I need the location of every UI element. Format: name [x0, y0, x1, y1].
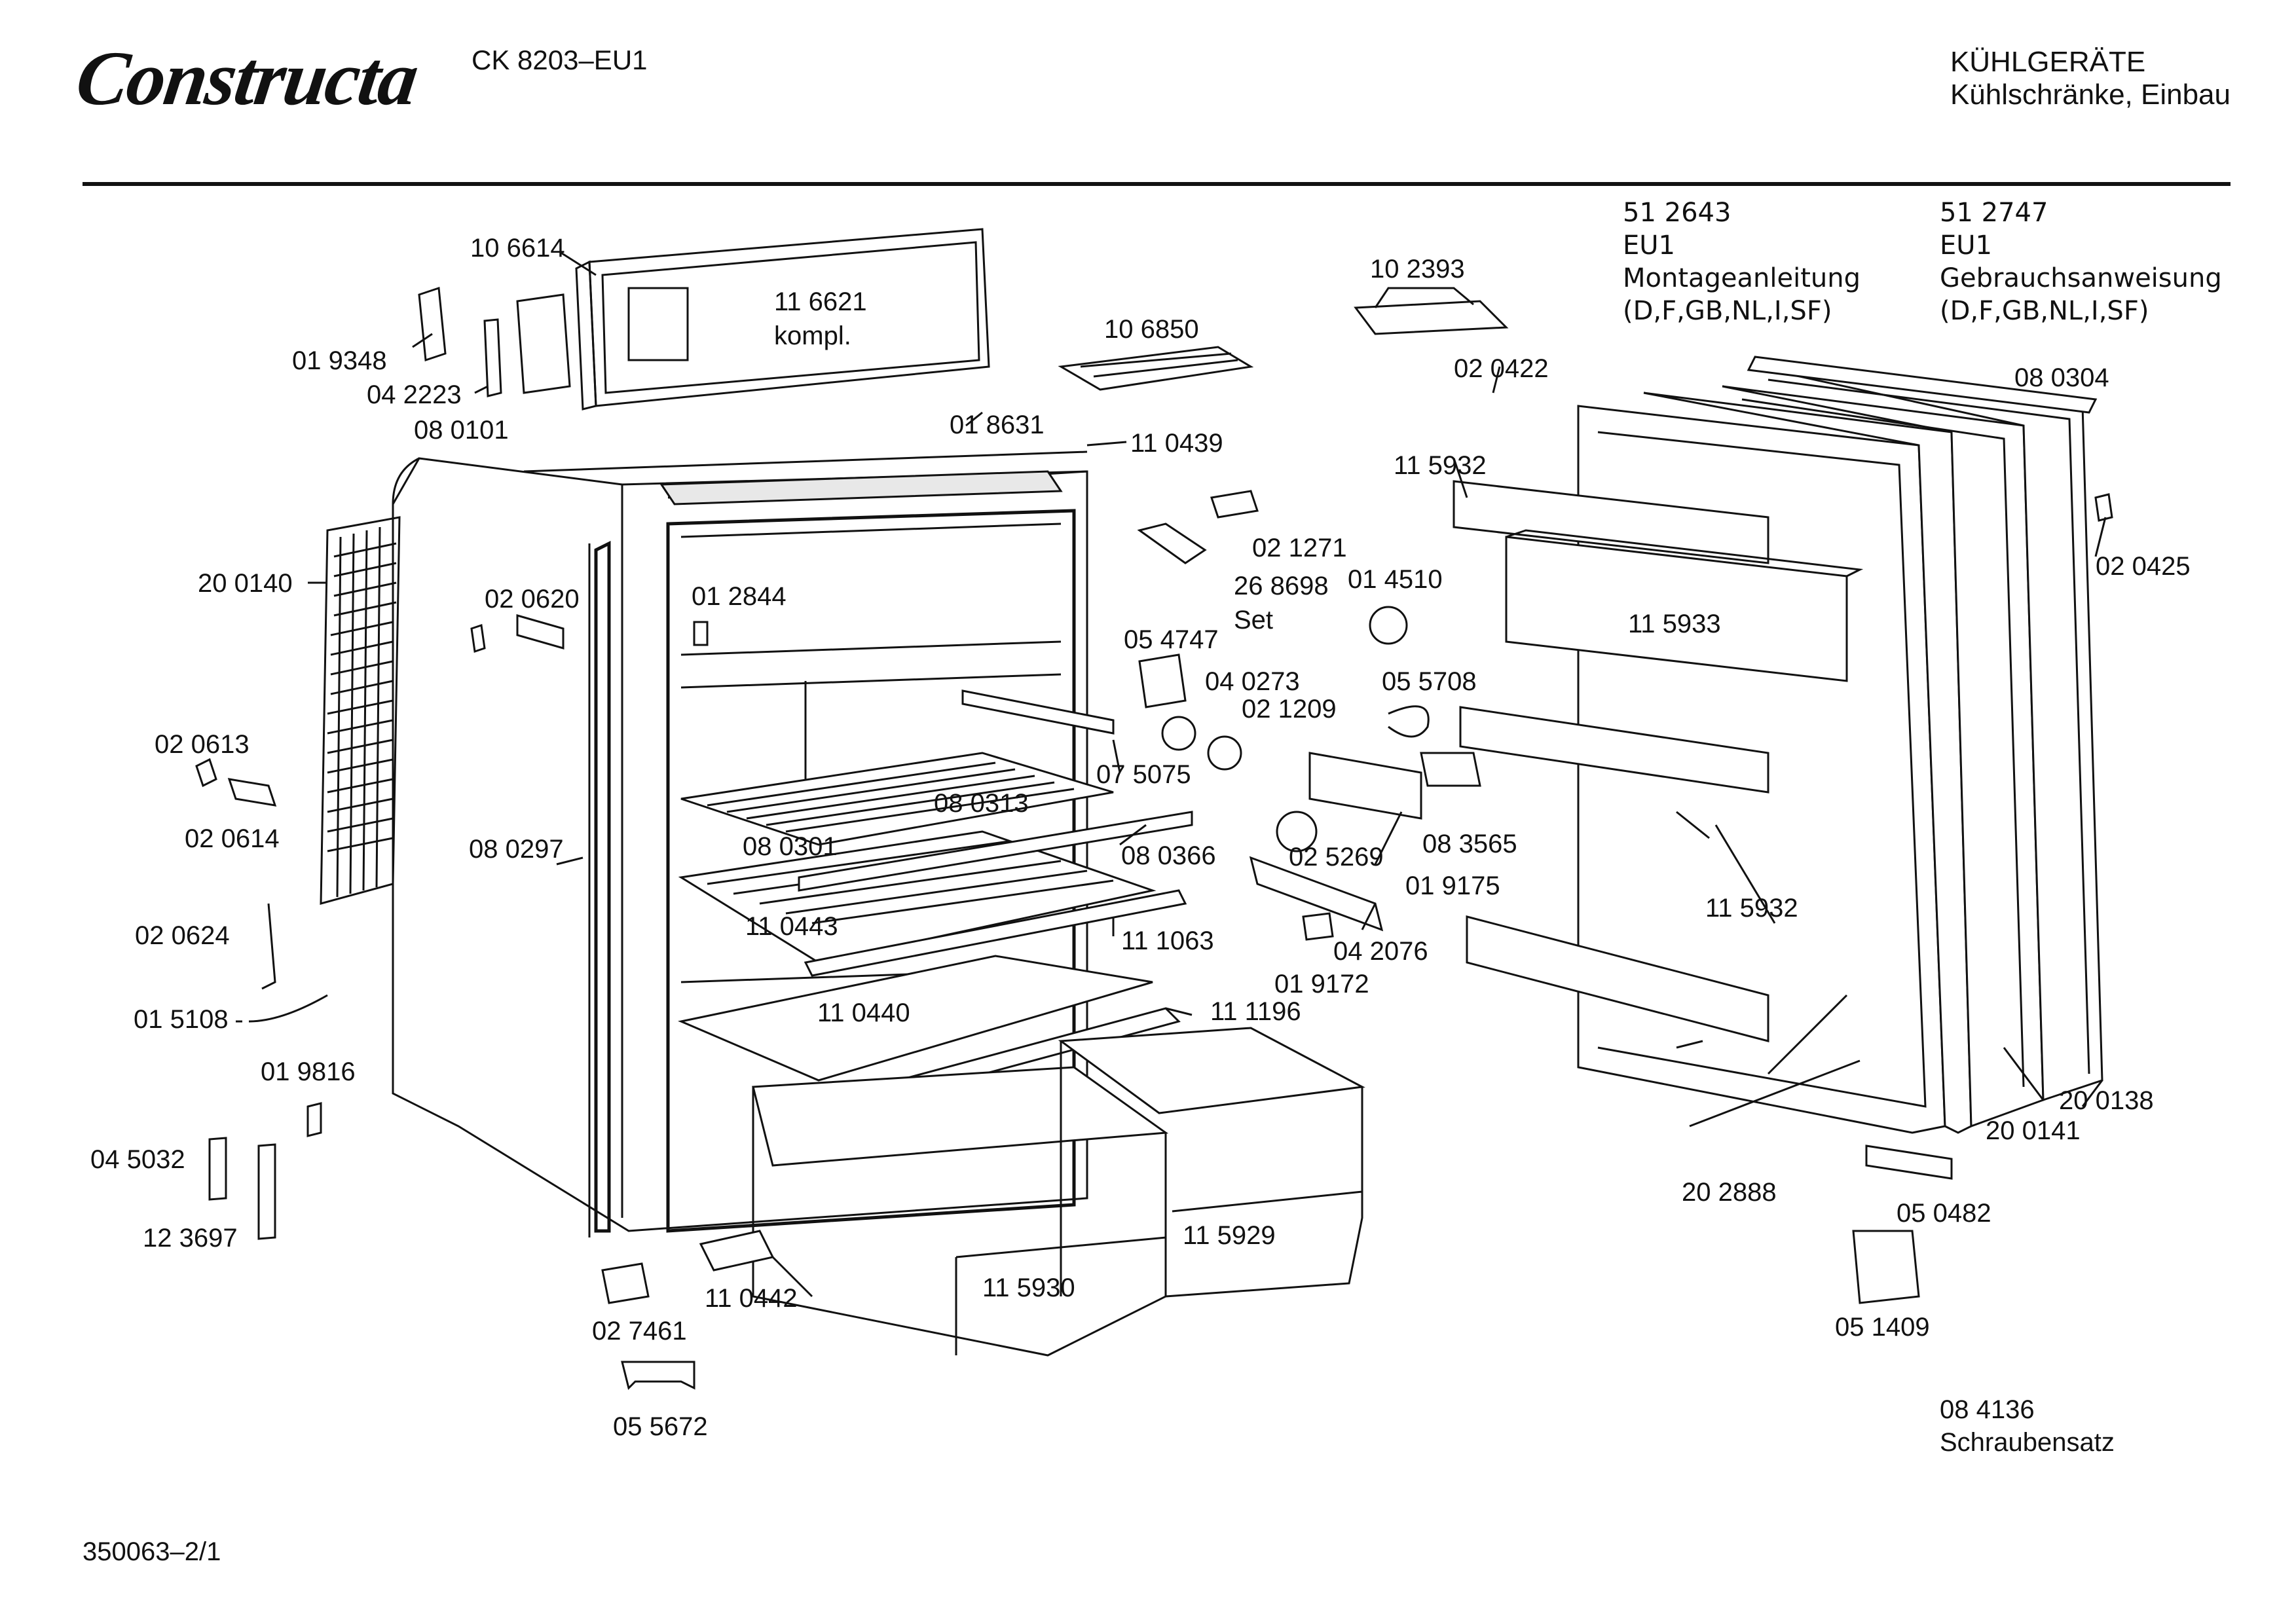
- part-label: 10 6614: [470, 234, 565, 263]
- document-title: Gebrauchsanweisung: [1940, 263, 2222, 293]
- document-number: 51 2643: [1623, 198, 1731, 228]
- part-label: 05 5672: [613, 1412, 708, 1441]
- cabinet-body: [392, 450, 1365, 1390]
- part-label: 01 8631: [950, 411, 1045, 439]
- part-label: 26 8698: [1234, 572, 1329, 600]
- part-label: 11 5929: [1183, 1221, 1276, 1250]
- leader-lines: [236, 251, 2107, 1298]
- part-label: 11 0443: [745, 912, 838, 941]
- part-label: 08 3565: [1422, 830, 1517, 858]
- part-label: 04 2223: [367, 380, 462, 409]
- part-labels: 10 6614 11 6621 kompl. 01 9348 04 2223 0…: [90, 234, 2191, 1441]
- freezer-compartment: [418, 228, 990, 411]
- document-languages: (D,F,GB,NL,I,SF): [1940, 296, 2149, 326]
- part-label: 11 6621: [774, 287, 867, 316]
- part-label: 11 1196: [1210, 997, 1301, 1026]
- part-label: 01 9816: [261, 1057, 356, 1086]
- header-rule: [83, 182, 2231, 186]
- part-label: 02 0613: [155, 730, 250, 759]
- part-label: 08 0101: [414, 416, 509, 445]
- part-label: 02 0614: [185, 824, 280, 853]
- part-label: 04 0273: [1205, 667, 1300, 696]
- part-label: 11 0442: [705, 1284, 798, 1313]
- part-label: 05 4747: [1124, 625, 1219, 654]
- document-number: 51 2747: [1940, 198, 2048, 228]
- part-label: 08 0297: [469, 835, 564, 864]
- document-variant: EU1: [1623, 230, 1675, 261]
- condenser-grid: [320, 516, 401, 905]
- part-label: 01 5108: [134, 1005, 229, 1034]
- category-line-2: Kühlschränke, Einbau: [1950, 79, 2231, 111]
- part-label: Set: [1234, 606, 1273, 634]
- control-parts: [1137, 490, 1481, 941]
- model-number: CK 8203–EU1: [472, 45, 648, 75]
- part-label: 10 6850: [1104, 315, 1199, 344]
- part-label: 01 9348: [292, 346, 387, 375]
- part-label: 08 0301: [743, 832, 838, 861]
- part-label: 02 1271: [1252, 534, 1347, 562]
- screw-set-title: Schraubensatz: [1940, 1428, 2115, 1457]
- part-label: 08 0313: [934, 789, 1029, 818]
- part-label: 01 2844: [692, 582, 787, 611]
- side-small-parts: [195, 614, 709, 1240]
- part-label: 07 5075: [1096, 760, 1191, 789]
- part-label: 11 1063: [1121, 926, 1214, 955]
- part-label: 08 0304: [2014, 363, 2109, 392]
- part-label: 10 2393: [1370, 255, 1465, 284]
- part-label: 11 0439: [1130, 429, 1223, 458]
- sheet-id: 350063–2/1: [83, 1537, 221, 1566]
- ice-tray: [1058, 346, 1254, 391]
- part-label: 02 7461: [592, 1317, 687, 1346]
- part-label: kompl.: [774, 321, 851, 350]
- part-label: 08 0366: [1121, 841, 1216, 870]
- part-label: 05 1409: [1835, 1313, 1930, 1342]
- document-assembly-instructions: 51 2643 EU1 Montageanleitung (D,F,GB,NL,…: [1623, 196, 1861, 327]
- door-assembly: [1453, 356, 2113, 1304]
- part-label: 02 0422: [1454, 354, 1549, 383]
- part-label: 20 0140: [198, 569, 293, 598]
- part-label: 11 5930: [982, 1273, 1075, 1302]
- document-title: Montageanleitung: [1623, 263, 1861, 293]
- part-label: 02 0624: [135, 921, 230, 950]
- part-label: 11 5933: [1628, 610, 1721, 638]
- part-label: 02 0620: [485, 585, 580, 614]
- part-label: 11 5932: [1705, 894, 1798, 923]
- part-label: 02 5269: [1289, 843, 1384, 871]
- part-label: 20 2888: [1682, 1178, 1777, 1207]
- part-label: 20 0138: [2059, 1086, 2154, 1115]
- butter-dish: [1354, 287, 1509, 335]
- screw-set: 08 4136 Schraubensatz: [1940, 1393, 2115, 1459]
- part-label: 02 1209: [1242, 695, 1337, 724]
- part-label: 01 4510: [1348, 565, 1443, 594]
- part-label: 11 0440: [817, 998, 910, 1027]
- part-label: 12 3697: [143, 1224, 238, 1253]
- part-label: 04 5032: [90, 1145, 185, 1174]
- part-label: 11 5932: [1394, 451, 1487, 480]
- part-label: 05 5708: [1382, 667, 1477, 696]
- document-variant: EU1: [1940, 230, 1992, 261]
- screw-set-number: 08 4136: [1940, 1395, 2035, 1424]
- document-languages: (D,F,GB,NL,I,SF): [1623, 296, 1832, 326]
- part-label: 01 9172: [1274, 970, 1369, 998]
- category-line-1: KÜHLGERÄTE: [1950, 46, 2146, 78]
- part-label: 04 2076: [1333, 937, 1428, 966]
- part-label: 02 0425: [2096, 552, 2191, 581]
- document-user-manual: 51 2747 EU1 Gebrauchsanweisung (D,F,GB,N…: [1940, 196, 2222, 327]
- part-label: 05 0482: [1897, 1199, 1991, 1228]
- part-label: 01 9175: [1405, 871, 1500, 900]
- part-label: 20 0141: [1986, 1116, 2081, 1145]
- category-heading: KÜHLGERÄTE Kühlschränke, Einbau: [1950, 46, 2231, 111]
